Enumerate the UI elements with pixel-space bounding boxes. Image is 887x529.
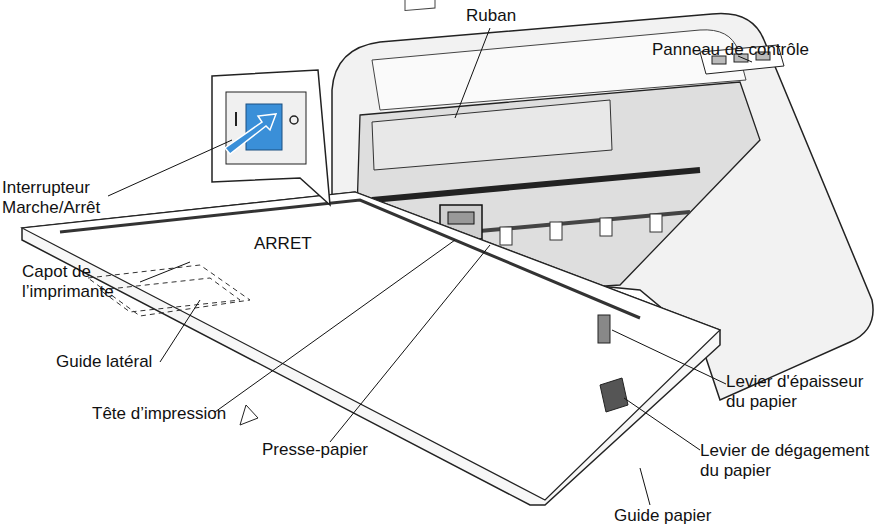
- switch-state-label: ARRET: [254, 234, 312, 254]
- release-lever: [600, 378, 628, 412]
- thickness-lever: [598, 315, 610, 343]
- part-label: Guide latéral: [56, 352, 152, 372]
- tray-surface: [22, 192, 720, 500]
- switch-inset: [212, 70, 330, 205]
- switch-on-mark: [235, 112, 237, 126]
- side-guide-inner: [100, 278, 240, 312]
- leader-lines: [108, 28, 752, 505]
- part-label: Presse-papier: [262, 440, 368, 460]
- platen-roller: [372, 170, 700, 200]
- tray-tab: [240, 405, 258, 425]
- top-vent: [405, 0, 435, 11]
- ribbon-cartridge: [372, 100, 612, 170]
- part-label: Guide papier: [614, 506, 711, 526]
- switch-housing: [226, 92, 306, 164]
- part-label: Ruban: [466, 6, 516, 26]
- switch-off-mark: [290, 116, 298, 124]
- part-label: Levier de dégagement du papier: [700, 441, 876, 481]
- part-label: Capot de l’imprimante: [22, 262, 152, 302]
- paper-guide-tray: [22, 192, 720, 505]
- print-head-detail: [448, 212, 474, 224]
- part-label: Levier d'épaisseur du papier: [726, 372, 876, 412]
- press-arrow: [225, 114, 276, 154]
- part-label: Panneau de contrôle: [652, 40, 809, 60]
- part-label: Tête d’impression: [92, 404, 226, 424]
- cover-edge: [60, 200, 640, 318]
- part-label: Interrupteur Marche/Arrêt: [2, 178, 122, 218]
